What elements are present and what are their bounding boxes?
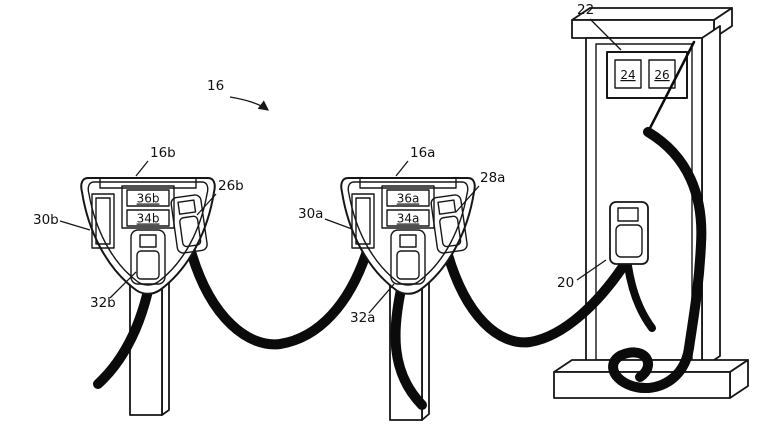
cables — [93, 243, 627, 410]
label-32b-leader — [109, 271, 137, 299]
label-26b: 26b — [218, 178, 244, 194]
label-22: 22 — [577, 2, 594, 18]
head-b-label-34b: 34b — [137, 212, 160, 226]
head-b-slot-inner — [95, 197, 111, 245]
station-cable-loop — [608, 343, 694, 393]
head-b-right-connector-latch — [177, 199, 197, 215]
connector-head-b: 36b 34b — [80, 177, 216, 295]
label-28a-leader — [455, 185, 480, 213]
label-16a-leader — [395, 160, 409, 177]
label-16b: 16b — [150, 145, 176, 161]
label-20: 20 — [557, 275, 574, 291]
head-a-inner-shell — [347, 181, 469, 286]
station-connector-plug — [615, 224, 643, 258]
head-b-right-connector-plug — [179, 215, 202, 248]
head-a-center-connector-latch — [399, 234, 417, 248]
head-a-top-bracket — [359, 178, 457, 189]
label-32a: 32a — [350, 310, 375, 326]
head-b-right-connector-body — [170, 194, 208, 254]
station-cable-drop — [643, 127, 707, 353]
station-cable-upper-segment — [646, 40, 696, 134]
head-b-box-36b — [126, 189, 170, 207]
label-20-leader — [576, 259, 607, 281]
label-16: 16 — [207, 78, 224, 94]
label-16b-leader — [135, 160, 149, 177]
post-left-side-face — [161, 278, 170, 416]
head-a-label-36a: 36a — [397, 192, 420, 206]
head-a-slot-outer — [351, 193, 375, 249]
head-b-center-connector-body — [130, 229, 166, 285]
head-a-slot-inner — [355, 197, 371, 245]
charging-station-tower: 24 26 — [553, 7, 749, 399]
cable-head-to-station — [441, 243, 627, 348]
head-b-label-36b: 36b — [137, 192, 160, 206]
head-a-right-connector-body — [430, 194, 468, 254]
cable-between-heads — [185, 243, 373, 350]
head-a-box-34a — [386, 209, 430, 227]
head-a-center-connector-body — [390, 229, 426, 285]
head-b-module-frame — [121, 185, 175, 229]
label-30a-leader — [324, 218, 353, 230]
head-a-right-connector-latch — [437, 199, 457, 215]
head-b-center-connector-latch — [139, 234, 157, 248]
label-28a: 28a — [480, 170, 505, 186]
label-32b: 32b — [90, 295, 116, 311]
label-22-leader — [589, 18, 622, 51]
head-a-label-34a: 34a — [397, 212, 420, 226]
label-30b-leader — [59, 220, 91, 231]
label-16-arrow — [229, 96, 270, 111]
station-cable-holster-drop — [624, 262, 656, 332]
tower-body-right-face — [701, 25, 721, 369]
tower-cap-top-face — [571, 7, 733, 21]
head-a-center-connector — [390, 229, 426, 285]
head-b-right-connector — [170, 194, 208, 254]
display-cell-24 — [614, 59, 642, 89]
head-b-slot-outer — [91, 193, 115, 249]
head-b-center-connector — [130, 229, 166, 285]
reference-labels: 16 16b 26b 30b 32b 16a 28a 30a 32a 22 20 — [33, 2, 622, 326]
cable-middle-tail — [390, 280, 427, 410]
head-a-right-connector — [430, 194, 468, 254]
label-30a: 30a — [298, 206, 323, 222]
head-b-box-34b — [126, 209, 170, 227]
display-cell-26 — [648, 59, 676, 89]
head-a-box-36a — [386, 189, 430, 207]
display-label-26: 26 — [654, 68, 669, 82]
display-label-24: 24 — [620, 68, 635, 82]
head-a-module-frame — [381, 185, 435, 229]
label-16a: 16a — [410, 145, 435, 161]
label-30b: 30b — [33, 212, 59, 228]
station-cable — [608, 40, 707, 393]
station-holstered-connector — [609, 201, 649, 265]
head-b-top-bracket — [99, 178, 197, 189]
head-a-center-connector-plug — [396, 250, 420, 280]
station-connector-latch — [617, 207, 639, 222]
head-a-right-connector-plug — [439, 215, 462, 248]
head-b-center-connector-plug — [136, 250, 160, 280]
label-26b-leader — [196, 193, 217, 216]
head-b-inner-shell — [87, 181, 209, 286]
label-32a-leader — [368, 283, 395, 314]
cable-left-tail — [93, 277, 155, 389]
